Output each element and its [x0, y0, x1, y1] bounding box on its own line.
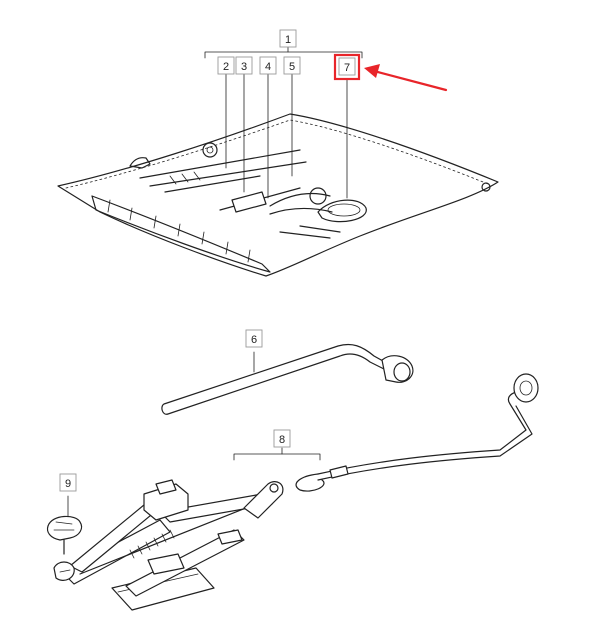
highlight-box — [333, 53, 361, 81]
wing-knob: 9 — [46, 473, 83, 555]
svg-text:5: 5 — [289, 61, 295, 73]
jack-screw — [79, 495, 277, 575]
scissor-jack — [53, 479, 284, 611]
jack-saddle — [143, 483, 189, 521]
svg-text:1: 1 — [285, 34, 291, 46]
jack-handle: 8 — [233, 373, 539, 492]
callout-1: 1 — [279, 29, 297, 48]
callout-6: 6 — [245, 329, 263, 348]
svg-text:8: 8 — [279, 434, 285, 446]
svg-text:6: 6 — [251, 334, 257, 346]
tool-roll-flap — [91, 195, 271, 273]
tool-roll-pockets — [107, 199, 251, 263]
callout-1-bracket — [204, 45, 363, 59]
tool-roll-grommet — [481, 182, 491, 192]
jack-handle-knob — [513, 373, 539, 403]
svg-text:2: 2 — [223, 61, 229, 73]
wheel-brace-socket — [381, 355, 414, 383]
svg-text:9: 9 — [65, 478, 71, 490]
callout-9: 9 — [59, 473, 77, 492]
callout-4: 4 — [259, 56, 277, 75]
callout-2: 2 — [217, 56, 235, 75]
wheel-brace: 6 — [161, 329, 414, 415]
callout-8: 8 — [273, 429, 291, 448]
highlight-arrow — [364, 64, 448, 92]
callout-7: 7 — [333, 53, 361, 81]
tool-roll-assembly: 1 2 3 4 5 7 — [57, 29, 499, 277]
callout-3: 3 — [235, 56, 253, 75]
callout-leaders-roll — [225, 73, 348, 199]
jack-handle-hook — [295, 473, 325, 492]
tools-inside-roll — [129, 142, 367, 239]
svg-text:3: 3 — [241, 61, 247, 73]
svg-text:4: 4 — [265, 61, 271, 73]
tool-roll-body — [57, 113, 499, 277]
callout-5: 5 — [283, 56, 301, 75]
svg-text:7: 7 — [344, 62, 350, 74]
